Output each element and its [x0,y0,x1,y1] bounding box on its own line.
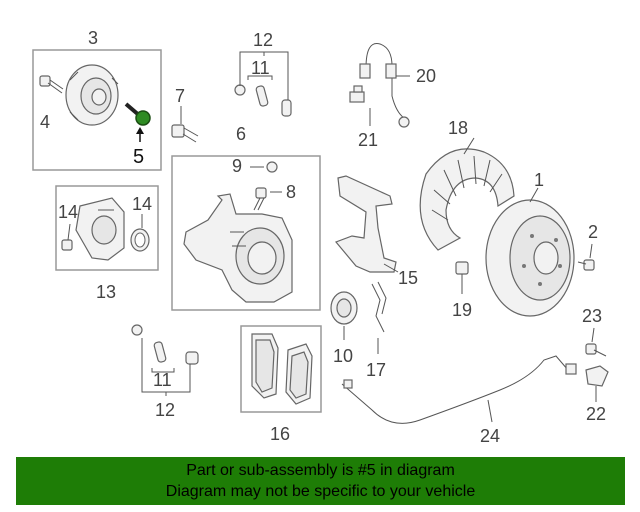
label-12-top: 12 [253,30,273,50]
label-14-left: 14 [58,202,78,222]
dust-shield[interactable] [419,137,515,251]
rotor-screw[interactable] [577,243,595,271]
label-18: 18 [448,118,468,138]
label-4: 4 [40,112,50,132]
label-15: 15 [398,268,418,288]
wear-sensor-clip[interactable] [371,281,387,354]
box-hub-assembly [32,49,162,171]
parts-diagram: 1 2 3 4 5 6 7 8 9 10 11 11 12 12 13 14 1… [32,28,609,446]
label-13: 13 [96,282,116,302]
box-motor [55,185,159,271]
label-11-bottom: 11 [153,370,172,390]
banner-line-2: Diagram may not be specific to your vehi… [165,483,476,500]
wheel-speed-sensor[interactable] [585,365,609,402]
hub-bolt-4[interactable] [39,75,64,94]
bolt-7[interactable] [171,106,199,143]
label-24: 24 [480,426,500,446]
hose-bracket[interactable] [349,85,371,126]
label-20: 20 [416,66,436,86]
label-23: 23 [582,306,602,326]
label-17: 17 [366,360,386,380]
brake-caliper[interactable] [183,193,293,303]
brake-hose[interactable] [359,43,410,128]
box-caliper [171,155,321,311]
box-brake-pads [240,325,322,413]
motor-bolt[interactable] [61,223,73,251]
motor-o-ring[interactable] [130,214,150,252]
label-3: 3 [88,28,98,48]
sensor-bolt[interactable] [585,327,607,357]
brake-rotor[interactable] [485,187,575,317]
shield-bolt[interactable] [455,261,469,294]
caliper-carrier[interactable] [334,175,399,273]
label-2: 2 [588,222,598,242]
label-19: 19 [452,300,472,320]
banner-line-1: Part or sub-assembly is #5 in diagram [186,462,455,479]
label-21: 21 [358,130,378,150]
label-16: 16 [270,424,290,444]
parking-brake-motor[interactable] [75,197,125,261]
guide-pins-top[interactable] [234,51,292,117]
label-10: 10 [333,346,353,366]
label-6: 6 [236,124,246,144]
label-22: 22 [586,404,606,424]
bleeder-screw[interactable] [253,187,282,211]
bleeder-cap[interactable] [250,161,278,173]
label-7: 7 [175,86,185,106]
wheel-hub[interactable] [65,64,119,126]
guide-pins-bottom[interactable] [131,324,199,396]
brake-pads[interactable] [251,333,313,405]
label-9: 9 [232,156,242,176]
hub-bolt-5-highlighted[interactable] [124,102,151,142]
info-banner: Part or sub-assembly is #5 in diagram Di… [16,457,625,505]
label-12-bottom: 12 [155,400,175,420]
label-8: 8 [286,182,296,202]
abs-sensor-cable[interactable] [341,355,577,424]
seal-ring[interactable] [330,291,358,340]
label-1: 1 [534,170,544,190]
label-14-right: 14 [132,194,152,214]
label-11-top: 11 [251,58,270,78]
label-5: 5 [133,146,144,168]
